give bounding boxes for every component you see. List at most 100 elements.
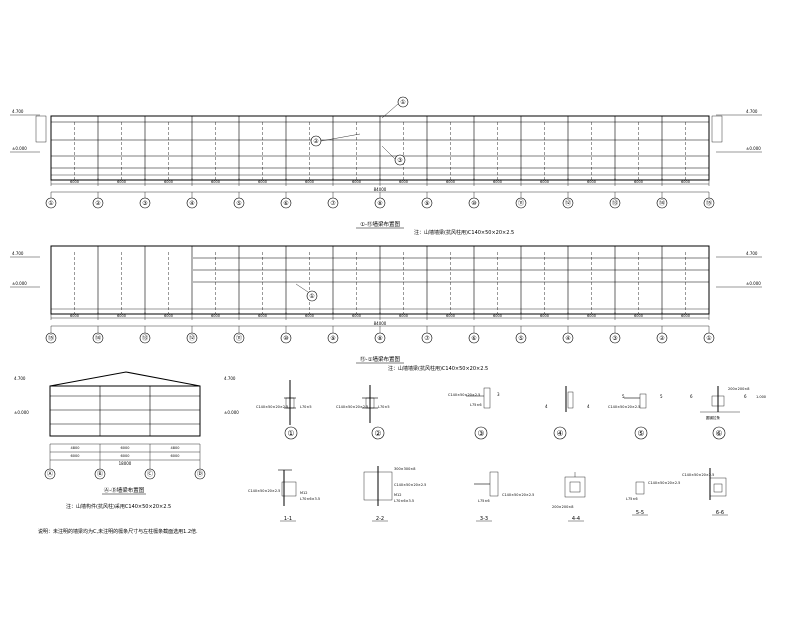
details-row-1: C140×50×20×2.5 L70×5 ① C140×50×20×2.5 L7…: [256, 380, 766, 440]
detail-6-label-a: 6: [690, 394, 693, 399]
note-e2: 注：山墙墙梁(抗风柱用)C140×50×20×2.5: [388, 365, 488, 372]
e2-axis-bubble-5: [280, 332, 292, 344]
e1-dim-12: 6000: [634, 180, 643, 184]
e2-axis-bubble-4: [233, 332, 245, 344]
e2-dim-3: 6000: [211, 314, 220, 318]
e2-dim-6: 6000: [352, 314, 361, 318]
e1-axis-label-8: ⑨: [424, 200, 429, 207]
detail-1: C140×50×20×2.5 L70×5 ①: [256, 380, 312, 440]
section-1-num: 1-1: [284, 516, 292, 522]
e1-dim-1: 6000: [117, 180, 126, 184]
e1-axis-bubble-13: [656, 197, 668, 209]
e2-axis-label-7: ⑧: [377, 335, 382, 342]
e2-dim-1: 6000: [117, 314, 126, 318]
level-bottom-left-e2: ±0.000: [12, 281, 27, 286]
section-6-label-a: C140×50×20×2.5: [682, 473, 714, 477]
e3-subdim-1: 6000: [121, 454, 130, 458]
title-e3: Ⓐ-Ⓓ墙梁布置图: [104, 486, 145, 494]
e1-axis-label-11: ⑫: [565, 199, 571, 207]
section-3-num: 3-3: [480, 516, 488, 522]
e1-axis-label-9: ⑩: [471, 200, 476, 207]
e1-dim-0: 6000: [70, 180, 79, 184]
e2-axis-label-9: ⑥: [471, 335, 476, 342]
e3-axis-label-2: Ⓒ: [147, 470, 153, 478]
detail-5-label-c: 5: [660, 394, 663, 399]
detail-6-label-e: 圆钢拉条: [706, 415, 720, 420]
e2-axis-bubble-6: [327, 332, 339, 344]
e1-axis-label-6: ⑦: [330, 200, 336, 207]
e1-axis-bubble-10: [515, 197, 527, 209]
e1-axis-bubble-6: [327, 197, 339, 209]
e2-axis-label-10: ⑤: [518, 335, 523, 342]
e2-axis-label-0: ⑮: [48, 334, 54, 342]
e2-dim-0: 6000: [70, 314, 79, 318]
level-top-left-e2: 4.700: [12, 251, 24, 256]
detail-6-label-d: 1.000: [756, 395, 766, 399]
callout-4: ①: [309, 293, 314, 300]
e1-dim-10: 6000: [540, 180, 549, 184]
e3-subdim-2: 6000: [171, 454, 180, 458]
e2-axis-bubble-8: [421, 332, 433, 344]
level-top-right-e1: 4.700: [746, 109, 758, 114]
detail-5-label-a: C140×50×20×2.5: [608, 405, 640, 409]
e2-axis-bubble-7: [374, 332, 386, 344]
e2-dim-5: 6000: [305, 314, 314, 318]
sections-row-2: C140×50×20×2.5 M12 L70×6×3.5 1-1 300×300…: [248, 466, 728, 522]
detail-3-num: ③: [477, 429, 484, 438]
detail-2-num: ②: [374, 429, 381, 438]
detail-4-num: ④: [556, 429, 563, 438]
note-e3: 注：山墙构件(抗风柱)采用C140×50×20×2.5: [66, 503, 171, 510]
callout-3: ③: [397, 157, 402, 164]
e2-axis-bubble-9: [468, 332, 480, 344]
e2-axis-bubble-2: [139, 332, 151, 344]
detail-3-label-c: L75×6: [470, 403, 482, 407]
e1-dim-11: 6000: [587, 180, 596, 184]
e1-axis-label-14: ⑮: [706, 199, 712, 207]
e1-axis-bubble-0: [45, 197, 57, 209]
section-1-label-c: L70×6×3.5: [300, 497, 320, 501]
e3-dim-1: 6000: [121, 446, 130, 450]
detail-6-num: ⑥: [715, 429, 722, 438]
section-6-6: C140×50×20×2.5 6-6: [682, 468, 728, 516]
detail-2-label-a: C140×50×20×2.5: [336, 405, 368, 409]
e1-axis-bubble-14: [703, 197, 715, 209]
section-2-label-c: M12: [394, 493, 401, 497]
e1-dim-3: 6000: [211, 180, 220, 184]
e1-axis-label-12: ⑬: [612, 199, 618, 207]
detail-5-label-b: 5: [622, 394, 625, 399]
level-bottom-left-e3: ±0.000: [14, 410, 29, 415]
detail-3-label-b: 3: [497, 392, 500, 397]
total-dim-e1: 84000: [374, 187, 387, 192]
e1-axis-label-7: ⑧: [377, 200, 382, 207]
e2-dim-10: 6000: [540, 314, 549, 318]
section-3-label-a: C140×50×20×2.5: [502, 493, 534, 497]
e2-axis-label-11: ④: [565, 335, 570, 342]
e2-axis-label-1: ⑭: [95, 334, 101, 342]
detail-1-label-b: L70×5: [300, 405, 312, 409]
note-e1: 注：山墙墙梁(抗风柱用)C140×50×20×2.5: [414, 229, 514, 236]
detail-5-num: ⑤: [637, 429, 644, 438]
section-2-label-a: 300×300×8: [394, 467, 415, 471]
callout-2: ②: [313, 138, 319, 145]
e2-axis-label-8: ⑦: [424, 335, 430, 342]
detail-1-num: ①: [287, 429, 294, 438]
e3-axis-bubble-3: [194, 468, 206, 480]
detail-2-label-b: L70×5: [378, 405, 390, 409]
e1-dim-4: 6000: [258, 180, 267, 184]
e3-axis-bubble-0: [44, 468, 56, 480]
e1-axis-label-4: ⑤: [236, 200, 241, 207]
section-5-label-a: C140×50×20×2.5: [648, 481, 680, 485]
section-5-label-b: L75×6: [626, 497, 638, 501]
e3-axis-bubble-1: [94, 468, 106, 480]
detail-4: 4 4 ④: [545, 386, 590, 440]
e2-dim-7: 6000: [399, 314, 408, 318]
e3-axis-label-3: Ⓓ: [197, 470, 203, 478]
detail-6: 6 6 200×200×8 1.000 圆钢拉条 ⑥: [690, 386, 766, 440]
section-6-num: 6-6: [716, 510, 724, 516]
e1-axis-bubble-8: [421, 197, 433, 209]
level-top-left-e3: 4.700: [14, 376, 26, 381]
e1-axis-label-10: ⑪: [518, 199, 524, 207]
detail-2: C140×50×20×2.5 L70×5 ②: [336, 385, 390, 440]
e1-axis-bubble-2: [139, 197, 151, 209]
